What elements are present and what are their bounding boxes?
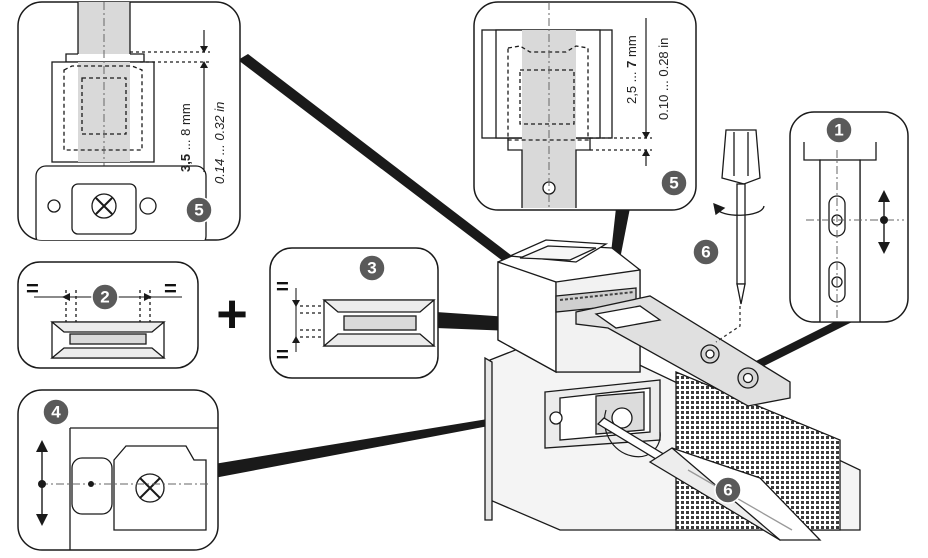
svg-text:3: 3 xyxy=(367,259,376,278)
terminal-screw xyxy=(611,407,633,429)
leader-bottom-left xyxy=(214,414,520,478)
equal-sign-left: = xyxy=(26,276,39,301)
detail-bubble-slot-adjust: 1 xyxy=(789,111,909,323)
step-badge-3: 3 xyxy=(358,254,386,282)
step-badge-2: 2 xyxy=(91,283,119,311)
equal-sign-right: = xyxy=(164,276,177,301)
depth-range-mm-center: 2,5 ... 7 mm xyxy=(624,35,639,104)
detail-bubble-vertical-centering: = = 3 xyxy=(269,247,439,379)
leader-right xyxy=(754,318,852,368)
svg-text:5: 5 xyxy=(194,201,203,220)
leader-top-left xyxy=(238,54,520,268)
equal-sign-top: = xyxy=(276,274,289,299)
step-badge-5-center: 5 xyxy=(660,169,688,197)
detail-bubble-depth-center: 2,5 ... 7 mm 0.10 ... 0.28 in 5 xyxy=(473,1,697,211)
step-badge-6-bottom: 6 xyxy=(714,476,742,504)
svg-text:1: 1 xyxy=(834,121,843,140)
detail-bubble-horizontal-centering: = = 2 xyxy=(17,261,199,369)
detail-bubble-clamp-adjust: 4 xyxy=(17,389,219,551)
screwdriver-top xyxy=(713,129,765,305)
detail-bubble-depth-left: 3,5 ... 8 mm 0.14 ... 0.32 in 5 xyxy=(17,1,241,241)
step-badge-4: 4 xyxy=(42,398,70,426)
svg-text:6: 6 xyxy=(701,243,710,262)
step-badge-1: 1 xyxy=(825,116,853,144)
svg-text:5: 5 xyxy=(669,174,678,193)
step-badge-6-top: 6 xyxy=(692,238,720,266)
svg-text:4: 4 xyxy=(51,403,61,422)
svg-text:2: 2 xyxy=(100,288,109,307)
depth-range-in-center: 0.10 ... 0.28 in xyxy=(656,38,671,120)
plus-sign: + xyxy=(216,284,248,344)
equal-sign-bottom: = xyxy=(276,342,289,367)
svg-text:+: + xyxy=(216,284,248,344)
step-badge-5-left: 5 xyxy=(185,196,213,224)
depth-range-in-left: 0.14 ... 0.32 in xyxy=(212,102,227,184)
depth-range-mm-left: 3,5 ... 8 mm xyxy=(178,103,193,172)
svg-text:6: 6 xyxy=(723,481,732,500)
